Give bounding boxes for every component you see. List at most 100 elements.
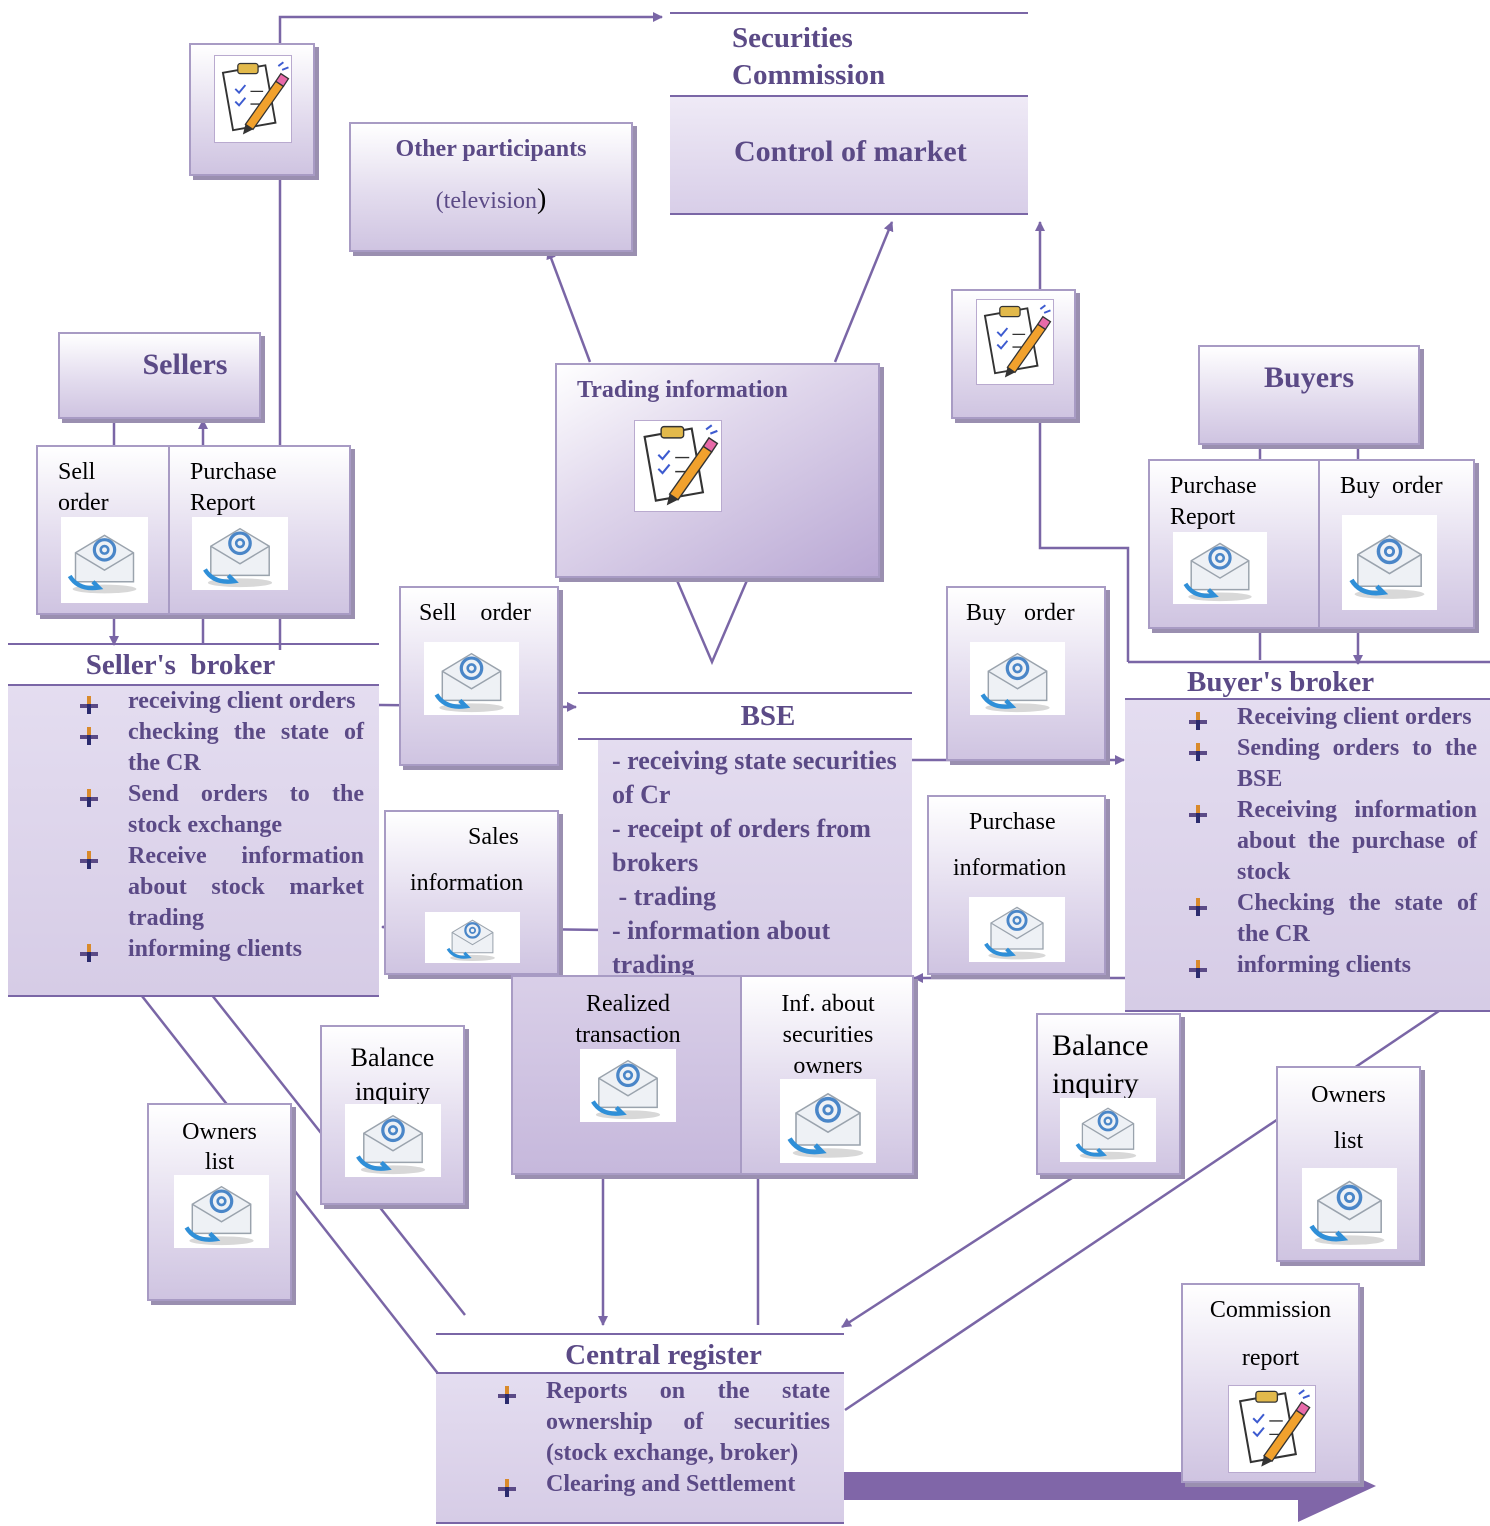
bullet-cross-icon (80, 785, 98, 807)
bse-item: - receiving state securities of Cr (612, 746, 897, 809)
arrow-report-to-commission (278, 12, 663, 650)
commission-report-line1: Commission (1209, 1297, 1332, 1323)
sellers-broker-item: Send orders to the stock exchange (80, 779, 364, 841)
sales-information-line2: information (410, 870, 524, 896)
bullet-cross-icon (1189, 739, 1207, 761)
commission-report-doc[interactable]: Commission report (1181, 1283, 1360, 1483)
bullet-cross-icon (1189, 956, 1207, 978)
bse-list: - receiving state securities of Cr - rec… (612, 744, 902, 982)
arrow-trading-to-commission (833, 221, 894, 363)
bullet-cross-icon (1189, 708, 1207, 730)
bullet-cross-icon (80, 692, 98, 714)
buyers-title: Buyers (1264, 361, 1354, 394)
clipboard-icon (976, 299, 1054, 385)
purchase-report-label: Purchase Report (190, 459, 277, 516)
email-envelope-icon (345, 1104, 441, 1177)
securities-commission-box[interactable]: Control of market (670, 95, 1028, 215)
purchase-information-line2: information (953, 855, 1067, 881)
balance-inquiry-right-label: Balance inquiry (1052, 1029, 1149, 1100)
securities-commission-header: Securities Commission (670, 12, 1028, 96)
buyer-purchase-report-label: Purchase Report (1170, 473, 1257, 530)
bse-header: BSE (578, 692, 912, 740)
other-participants-box[interactable]: Other participants (television) (349, 122, 633, 252)
email-envelope-icon (780, 1079, 876, 1163)
sales-information-line1: Sales (468, 824, 519, 850)
email-envelope-icon (425, 912, 520, 963)
inf-about-owners-label: Inf. about securities owners (781, 991, 875, 1079)
purchase-information-line1: Purchase (969, 809, 1056, 835)
bullet-cross-icon (80, 847, 98, 869)
arrow-seller-broker-to-cr (119, 967, 466, 1409)
securities-commission-title: Securities Commission (732, 22, 886, 91)
buy-order-mid-label: Buy order (966, 600, 1075, 626)
buyers-broker-header: Buyer's broker (1125, 662, 1490, 700)
bse-item: - information about trading (612, 916, 831, 979)
owners-list-right-line1: Owners (1311, 1082, 1386, 1108)
clipboard-icon (214, 55, 292, 143)
other-participants-subtitle: (television) (351, 184, 631, 216)
commission-report-line2: report (1241, 1345, 1300, 1371)
control-of-market-label: Control of market (734, 135, 967, 168)
sellers-broker-title: Seller's broker (85, 649, 276, 681)
buyers-broker-item: Receiving client orders (1189, 702, 1477, 733)
other-participants-paren: ) (536, 184, 547, 215)
other-participants-text: (television (435, 188, 537, 214)
sellers-broker-item: receiving client orders (80, 686, 364, 717)
sellers-box[interactable]: Sellers (58, 332, 261, 419)
sellers-broker-header: Seller's broker (8, 643, 379, 685)
central-register-title: Central register (565, 1339, 762, 1371)
other-participants-title: Other participants (395, 136, 587, 162)
bullet-cross-icon (498, 1475, 516, 1497)
arrow-trading-to-others (546, 249, 592, 363)
email-envelope-icon (970, 642, 1065, 715)
sell-order-label: Sell order (58, 459, 109, 516)
buyers-broker-item: Receiving information about the purchase… (1189, 795, 1477, 888)
email-envelope-icon (1302, 1168, 1397, 1249)
central-register-header: Central register (436, 1333, 844, 1373)
central-register-item: Clearing and Settlement (498, 1469, 830, 1500)
bse-item: - trading (612, 882, 717, 911)
big-arrow-to-commission-report (838, 1450, 1376, 1522)
sellers-broker-list: receiving client orders checking the sta… (80, 686, 364, 965)
owners-list-right-line2: list (1333, 1128, 1364, 1154)
realized-transaction-label: Realized transaction (575, 991, 681, 1048)
email-envelope-icon (192, 517, 288, 590)
central-register-list: Reports on the state ownership of securi… (498, 1376, 830, 1500)
balance-inquiry-left-label: Balance inquiry (350, 1043, 435, 1106)
buyers-broker-list: Receiving client orders Sending orders t… (1189, 702, 1477, 981)
email-envelope-icon (174, 1175, 269, 1248)
buyers-broker-item: Checking the state of the CR (1189, 888, 1477, 950)
trading-information-title: Trading information (577, 377, 788, 403)
buyers-broker-title: Buyer's broker (1187, 666, 1375, 698)
owners-list-left-line1: Owners (182, 1119, 257, 1145)
buyers-broker-item: informing clients (1189, 950, 1477, 981)
sellers-broker-box[interactable]: receiving client orders checking the sta… (8, 684, 379, 997)
buyers-broker-box[interactable]: Receiving client orders Sending orders t… (1125, 698, 1490, 1012)
bullet-cross-icon (80, 723, 98, 745)
bse-item: - receipt of orders from brokers (612, 814, 871, 877)
email-envelope-icon (1342, 515, 1437, 610)
bullet-cross-icon (1189, 894, 1207, 916)
email-envelope-icon (1060, 1098, 1156, 1162)
central-register-item: Reports on the state ownership of securi… (498, 1376, 830, 1469)
buyers-broker-item: Sending orders to the BSE (1189, 733, 1477, 795)
sellers-broker-item: Receive information about stock market t… (80, 841, 364, 934)
bullet-cross-icon (80, 940, 98, 962)
trading-information-box[interactable]: Trading information (555, 363, 880, 578)
central-register-box[interactable]: Reports on the state ownership of securi… (436, 1372, 844, 1524)
sellers-title: Sellers (142, 348, 228, 381)
buyers-box[interactable]: Buyers (1198, 345, 1420, 445)
email-envelope-icon (969, 897, 1065, 962)
sellers-broker-item: checking the state of the CR (80, 717, 364, 779)
arrow-cr-to-buyer-broker (844, 976, 1489, 1412)
clipboard-icon (634, 420, 722, 512)
bullet-cross-icon (1189, 801, 1207, 823)
clipboard-icon (1228, 1385, 1316, 1473)
email-envelope-icon (580, 1049, 676, 1122)
sellers-broker-item: informing clients (80, 934, 364, 965)
bse-title: BSE (740, 700, 796, 732)
bse-box[interactable]: - receiving state securities of Cr - rec… (598, 740, 912, 979)
inf-about-owners-doc[interactable]: Inf. about securities owners (740, 975, 914, 1175)
email-envelope-icon (424, 642, 519, 715)
buyer-buy-order-label: Buy order (1340, 473, 1443, 499)
